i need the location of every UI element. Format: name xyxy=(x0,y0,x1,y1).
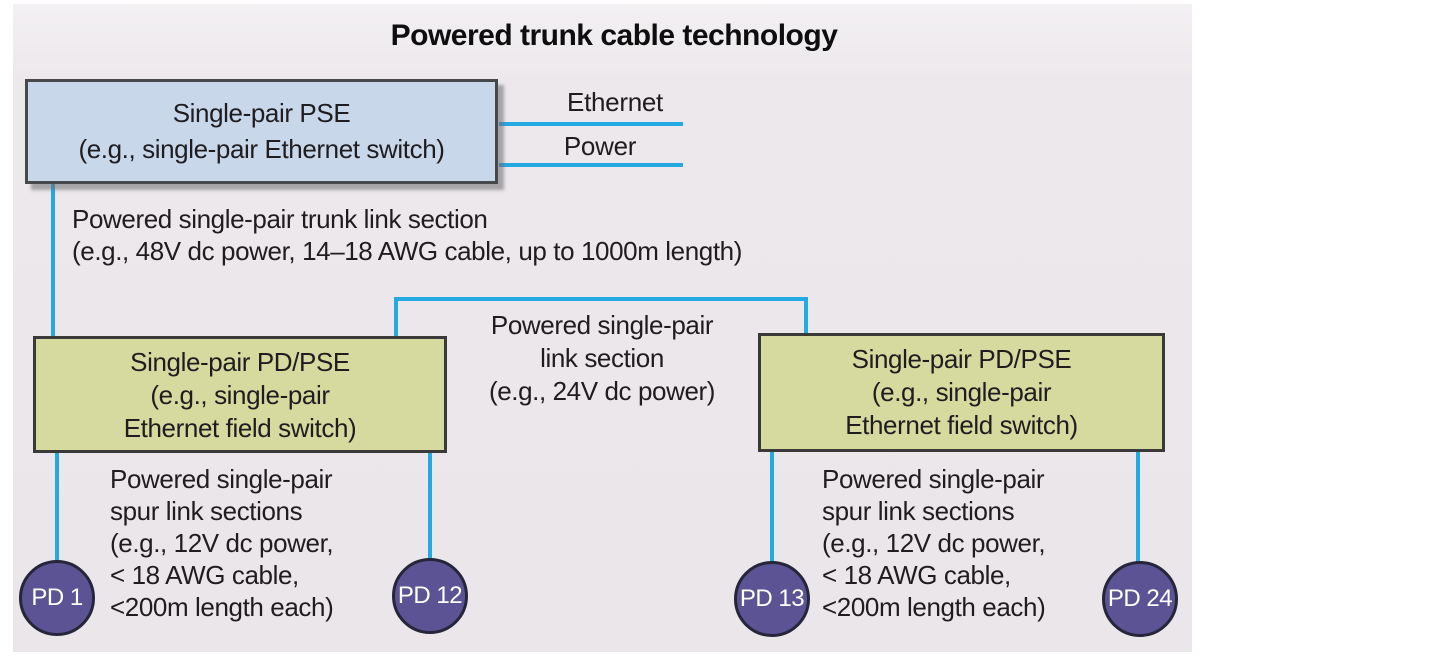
spur-note-left-line2: spur link sections xyxy=(110,496,303,526)
field-switch-right-line1: Single-pair PD/PSE xyxy=(851,344,1072,374)
link-cable-drop-left xyxy=(394,297,398,338)
pd-node-1-label: PD 1 xyxy=(31,584,83,611)
pse-box-line2: (e.g., single-pair Ethernet switch) xyxy=(78,134,445,164)
trunk-link-note-line1: Powered single-pair trunk link section xyxy=(72,204,488,234)
trunk-link-note: Powered single-pair trunk link section (… xyxy=(72,203,742,267)
power-label: Power xyxy=(563,131,637,161)
spur-note-left: Powered single-pair spur link sections (… xyxy=(110,463,334,623)
field-switch-left-line1: Single-pair PD/PSE xyxy=(130,347,350,377)
spur-note-right: Powered single-pair spur link sections (… xyxy=(822,463,1046,623)
pd-node-13-label: PD 13 xyxy=(739,585,805,612)
spur-cable-pd1 xyxy=(55,452,59,562)
spur-cable-pd12 xyxy=(428,452,432,562)
ethernet-cable-line xyxy=(499,122,683,126)
spur-note-left-line3: (e.g., 12V dc power, xyxy=(110,528,334,558)
figure-title: Powered trunk cable technology xyxy=(390,19,838,52)
spur-note-right-line4: < 18 AWG cable, xyxy=(822,560,1011,590)
field-switch-box-right: Single-pair PD/PSE (e.g., single-pair Et… xyxy=(758,333,1165,452)
pd-node-12-label: PD 12 xyxy=(397,582,463,609)
spur-cable-pd13 xyxy=(770,451,774,564)
field-switch-box-left: Single-pair PD/PSE (e.g., single-pair Et… xyxy=(33,336,447,453)
spur-note-right-line2: spur link sections xyxy=(822,496,1015,526)
spur-cable-pd24 xyxy=(1136,451,1140,564)
pd-node-24-label: PD 24 xyxy=(1107,585,1173,612)
pd-node-13: PD 13 xyxy=(734,561,810,637)
mid-link-note-line3: (e.g., 24V dc power) xyxy=(488,376,716,406)
mid-link-note: Powered single-pair link section (e.g., … xyxy=(442,309,762,408)
field-switch-right-line3: Ethernet field switch) xyxy=(845,410,1078,440)
pse-box-line1: Single-pair PSE xyxy=(172,98,351,128)
trunk-link-note-line2: (e.g., 48V dc power, 14–18 AWG cable, up… xyxy=(72,236,742,266)
spur-note-left-line4: < 18 AWG cable, xyxy=(110,560,299,590)
pd-node-12: PD 12 xyxy=(392,558,468,634)
pd-node-24: PD 24 xyxy=(1102,561,1178,637)
spur-note-left-line5: <200m length each) xyxy=(110,592,334,622)
spur-note-right-line3: (e.g., 12V dc power, xyxy=(822,528,1046,558)
spur-note-right-line1: Powered single-pair xyxy=(822,464,1045,494)
spur-note-left-line1: Powered single-pair xyxy=(110,464,333,494)
field-switch-left-line3: Ethernet field switch) xyxy=(123,413,357,443)
pse-box: Single-pair PSE (e.g., single-pair Ether… xyxy=(25,79,498,184)
power-cable-line xyxy=(499,163,683,167)
field-switch-right-line2: (e.g., single-pair xyxy=(871,377,1052,407)
ethernet-label: Ethernet xyxy=(567,87,663,117)
trunk-cable-line xyxy=(51,184,55,338)
spur-note-right-line5: <200m length each) xyxy=(822,592,1046,622)
pd-node-1: PD 1 xyxy=(19,560,95,636)
mid-link-note-line1: Powered single-pair xyxy=(490,310,714,340)
link-cable-line-horizontal xyxy=(394,297,808,301)
field-switch-left-line2: (e.g., single-pair xyxy=(150,380,330,410)
link-cable-drop-right xyxy=(804,297,808,335)
mid-link-note-line2: link section xyxy=(540,343,664,373)
